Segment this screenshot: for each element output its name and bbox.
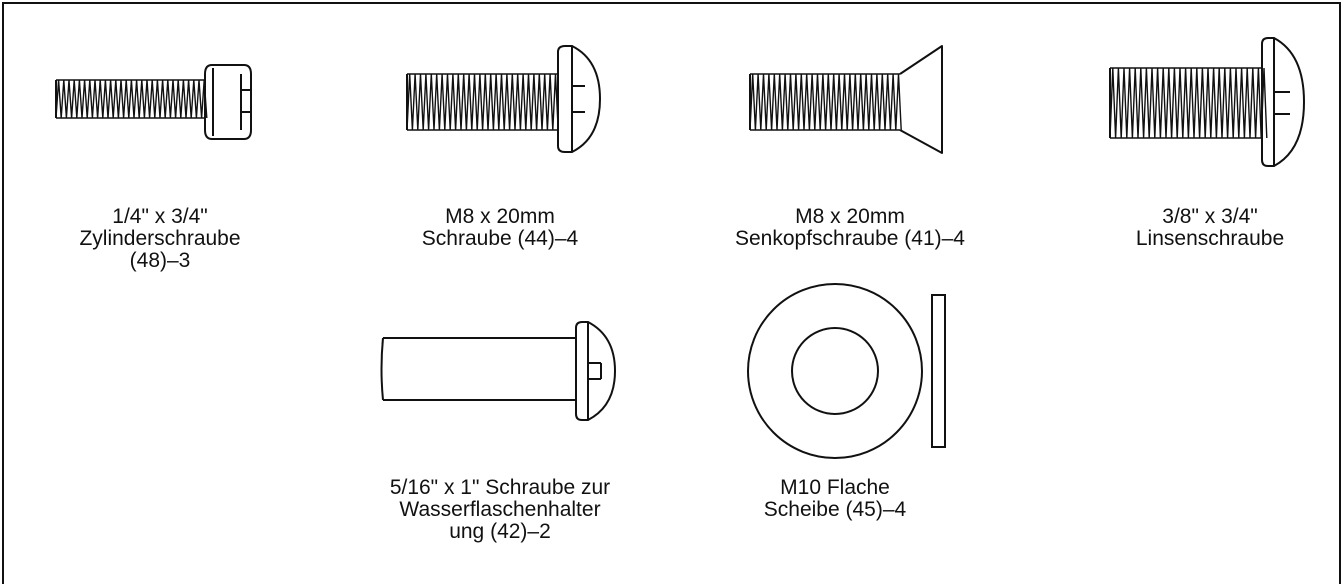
caption-flat-head-screw: M8 x 20mm Senkopfschraube (41)–4 <box>700 206 1000 250</box>
caption-flat-washer: M10 Flache Scheibe (45)–4 <box>735 477 935 521</box>
caption-cap-screw: 1/4" x 3/4" Zylinderschraube (48)–3 <box>40 206 280 272</box>
caption-line: (48)–3 <box>129 249 191 272</box>
flat-washer-drawing <box>747 283 946 459</box>
caption-line: M8 x 20mm <box>795 205 905 228</box>
caption-line: Scheibe (45)–4 <box>763 498 907 521</box>
caption-line: Schraube (44)–4 <box>421 227 579 250</box>
caption-line: 3/8" x 3/4" <box>1162 205 1258 228</box>
caption-line: 1/4" x 3/4" <box>112 205 208 228</box>
button-screw-drawing <box>1109 37 1305 167</box>
caption-line: Linsenschraube <box>1135 227 1285 250</box>
caption-line: Senkopfschraube (41)–4 <box>735 227 965 250</box>
flat-head-screw-drawing <box>749 45 943 154</box>
caption-screw-44: M8 x 20mm Schraube (44)–4 <box>380 206 620 250</box>
caption-line: ung (42)–2 <box>449 520 551 543</box>
caption-line: M10 Flache <box>780 476 890 499</box>
caption-bottle-holder-screw: 5/16" x 1" Schraube zur Wasserflaschenha… <box>355 477 645 543</box>
caption-line: Zylinderschraube <box>79 227 241 250</box>
cap-screw-drawing <box>55 64 252 140</box>
bottle-holder-screw-drawing <box>380 321 616 421</box>
caption-button-screw: 3/8" x 3/4" Linsenschraube <box>1100 206 1320 250</box>
caption-line: Wasserflaschenhalter <box>399 498 601 521</box>
caption-line: 5/16" x 1" Schraube zur <box>389 476 611 499</box>
caption-line: M8 x 20mm <box>445 205 555 228</box>
screw-44-drawing <box>406 45 601 153</box>
